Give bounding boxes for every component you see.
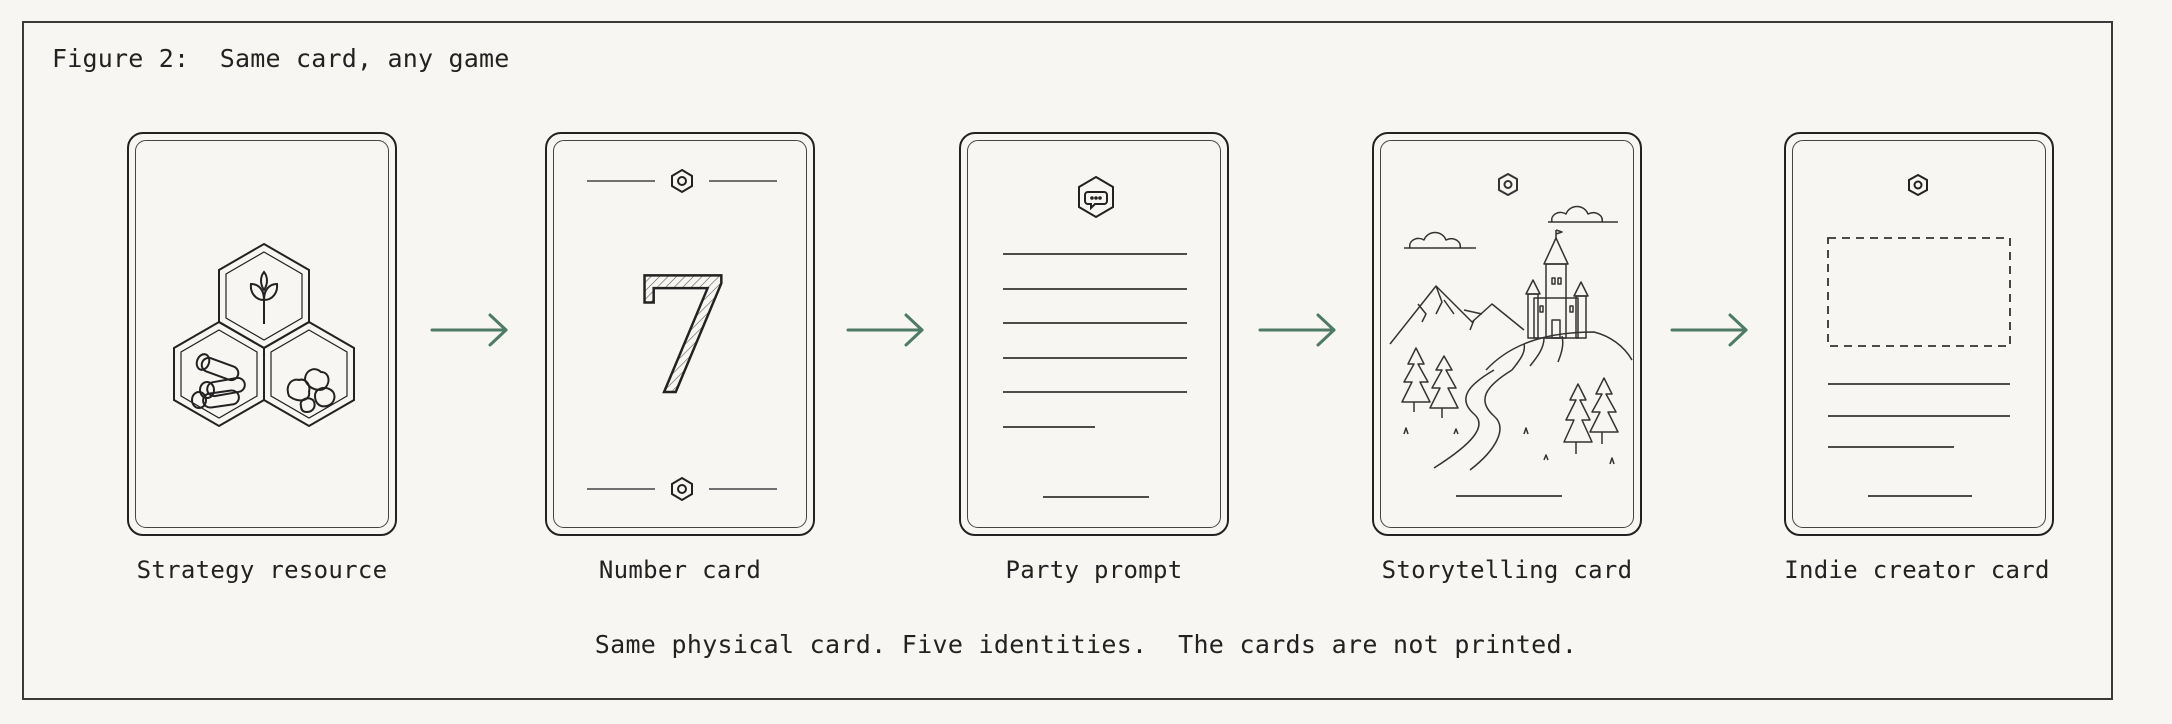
arrow-right-icon	[430, 313, 508, 347]
card-storytelling	[1372, 132, 1642, 536]
image-placeholder	[1827, 237, 2011, 347]
card-caption-strategy: Strategy resource	[136, 556, 388, 584]
arrow-right-icon	[1670, 313, 1748, 347]
card-caption-indie: Indie creator card	[1784, 556, 2050, 584]
figure-title: Figure 2: Same card, any game	[52, 44, 510, 73]
card-caption-party: Party prompt	[1005, 556, 1183, 584]
speech-bubble-icon	[1078, 175, 1114, 219]
indie-card-art	[1827, 173, 2011, 497]
arrow-right-icon	[846, 313, 924, 347]
card-caption-number: Number card	[598, 556, 762, 584]
hexagon-nut-icon	[1908, 173, 1928, 197]
card-caption-storytelling: Storytelling card	[1381, 556, 1633, 584]
number-card-art: 7	[587, 168, 777, 502]
hexagon-nut-icon	[671, 168, 693, 194]
resource-hexes-icon	[173, 242, 355, 428]
castle-landscape-illustration	[1389, 173, 1633, 497]
figure-frame	[22, 21, 2113, 700]
hexagon-nut-icon-bottom	[671, 476, 693, 502]
footer-caption: Same physical card. Five identities. The…	[594, 630, 1578, 659]
arrow-right-icon	[1258, 313, 1336, 347]
card-indie-creator	[1784, 132, 2054, 536]
party-card-art	[1003, 175, 1187, 498]
card-strategy-resource	[127, 132, 397, 536]
card-party-prompt	[959, 132, 1229, 536]
card-number: 7	[545, 132, 815, 536]
big-number: 7	[631, 243, 733, 430]
